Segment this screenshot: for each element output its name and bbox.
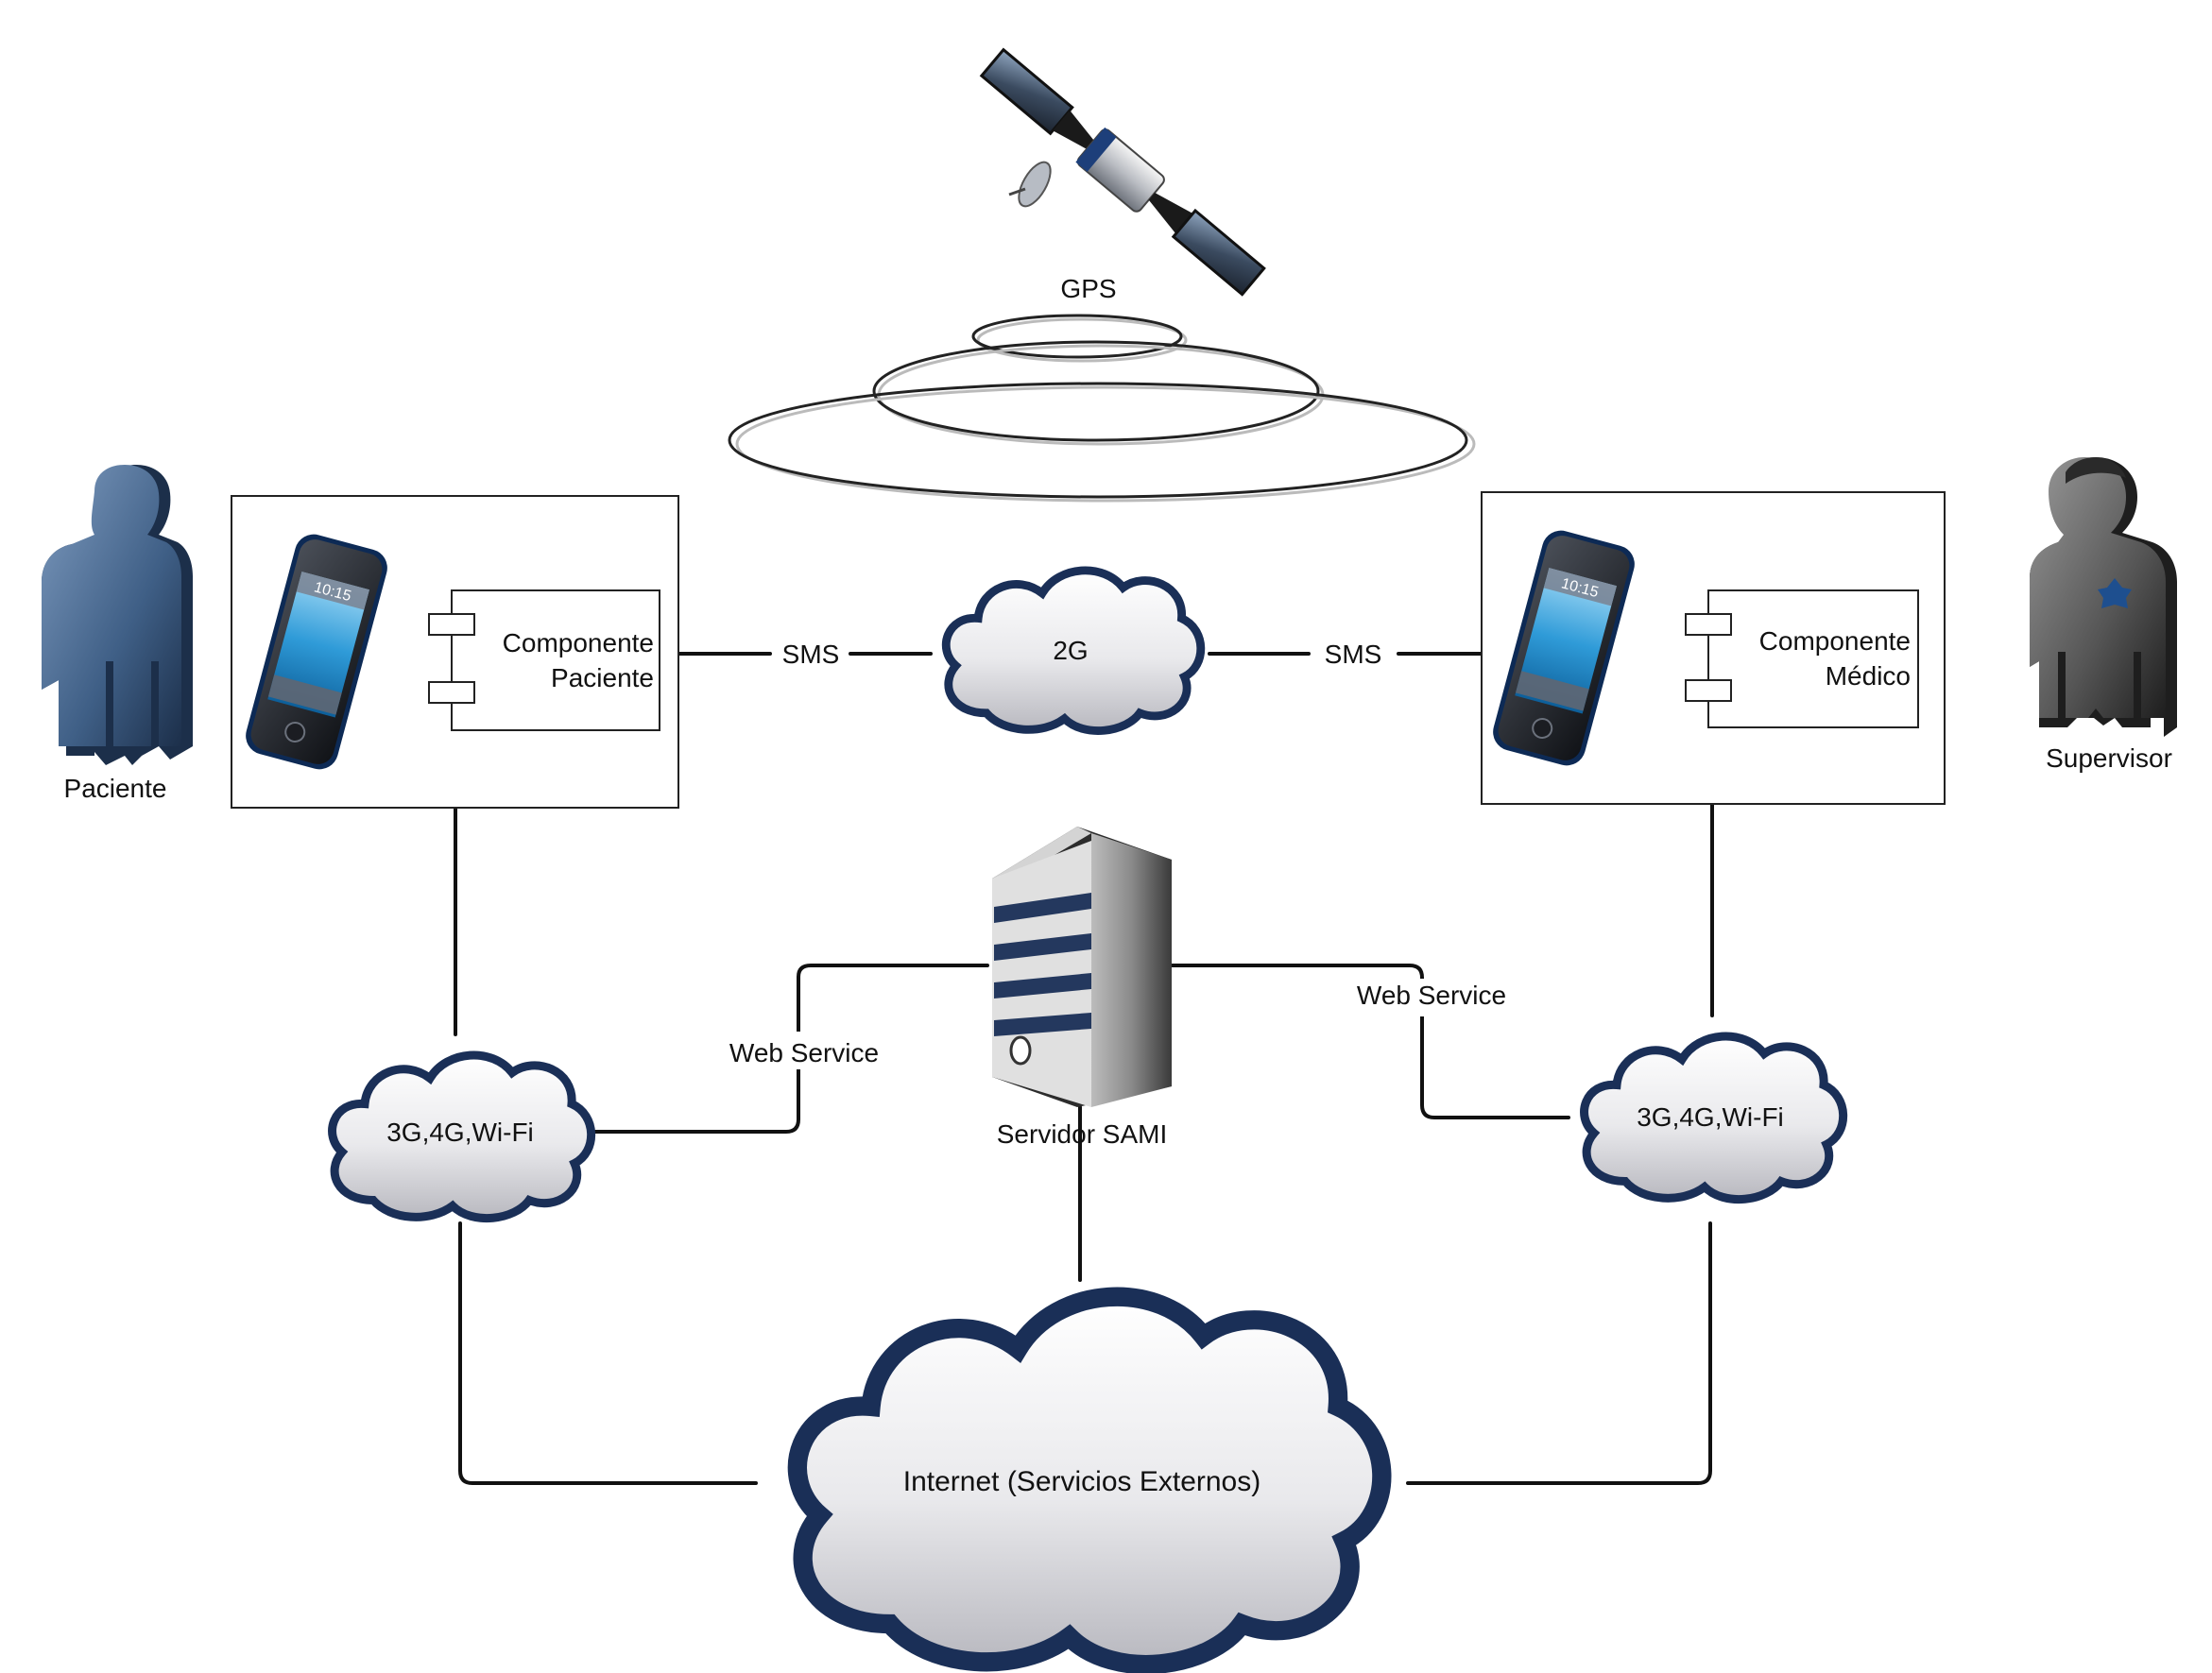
cloud-right-to-internet-line [1406,1221,1712,1485]
supervisor-figure-icon [2030,457,2177,737]
panel-arm-left [1053,110,1097,152]
web-service-left-label: Web Service [729,1038,879,1067]
supervisor-badge-icon [2098,578,2132,608]
doctor-component-label-line1: Componente [1759,626,1911,656]
doctor-phone-icon: 10:15 [1493,530,1635,766]
patient-component-label-line1: Componente [503,628,654,657]
supervisor-actor-label: Supervisor [2046,743,2172,773]
internet-cloud-label: Internet (Servicios Externos) [903,1466,1260,1497]
panel-arm-right [1148,193,1193,234]
gps-signal-rings [728,314,1476,503]
doctor-device-box: 10:15 Componente Médico [1481,491,1946,805]
sms-right-label: SMS [1325,640,1382,669]
patient-uml-component-icon [428,589,660,731]
patient-figure-icon [42,465,193,765]
solar-panel-left [979,47,1074,136]
patient-actor-label: Paciente [64,774,167,803]
patient-phone-icon: 10:15 [246,534,387,770]
doctor-component-label-line2: Médico [1826,661,1911,691]
gps-satellite [979,47,1266,297]
patient-device-box: 10:15 Componente Paciente [231,495,679,809]
web-service-right-line [1170,964,1570,1119]
server-label: Servidor SAMI [997,1119,1168,1149]
wireless-cloud-right-label: 3G,4G,Wi-Fi [1637,1102,1784,1132]
web-service-right-label: Web Service [1357,981,1506,1010]
network-2g-label: 2G [1053,636,1088,665]
satellite-dish [1018,161,1052,208]
solar-panel-right [1171,208,1266,297]
doctor-uml-component-icon [1685,589,1919,728]
sms-left-label: SMS [782,640,840,669]
satellite-antenna [1008,187,1026,196]
server-icon [992,827,1172,1107]
patient-component-label-line2: Paciente [551,663,654,692]
wireless-cloud-left-label: 3G,4G,Wi-Fi [386,1118,534,1147]
cloud-left-to-internet-line [458,1221,758,1485]
gps-label: GPS [1060,274,1116,303]
satellite-body-ring [1075,127,1117,172]
